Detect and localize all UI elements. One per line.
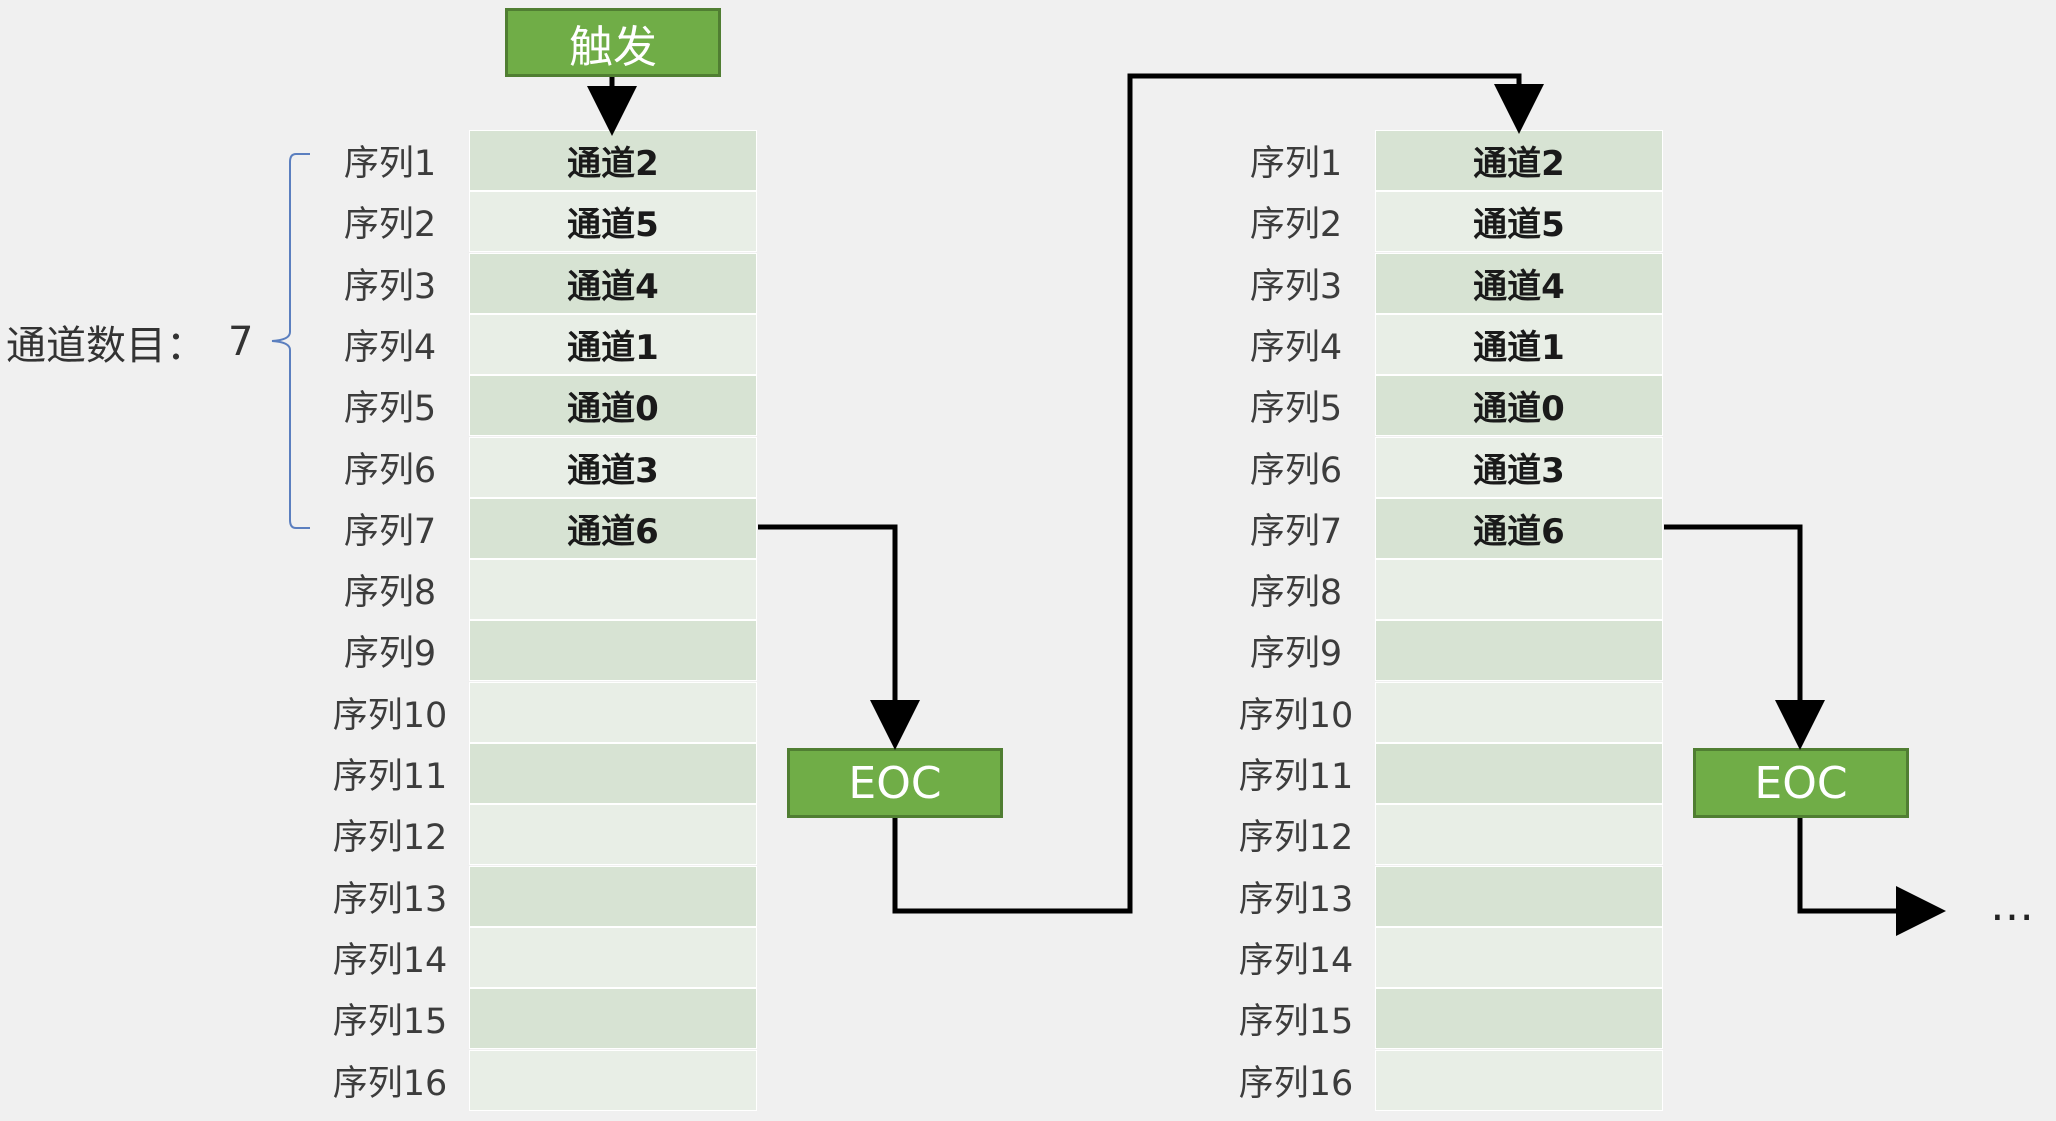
channel-cell-left-9 — [469, 620, 757, 681]
sequence-label-right-1: 序列1 — [1249, 144, 1343, 184]
sequence-label-left-6: 序列6 — [343, 451, 437, 491]
sequence-label-left-12: 序列12 — [332, 818, 448, 858]
channel-cell-right-14 — [1375, 927, 1663, 988]
channel-cell-left-14 — [469, 927, 757, 988]
channel-count-bracket — [271, 153, 310, 529]
channel-cell-right-1: 通道2 — [1375, 130, 1663, 191]
channel-cell-left-12 — [469, 804, 757, 865]
sequence-label-right-7: 序列7 — [1249, 512, 1343, 552]
sequence-label-right-2: 序列2 — [1249, 205, 1343, 245]
channel-cell-right-12 — [1375, 804, 1663, 865]
sequence-label-right-3: 序列3 — [1249, 267, 1343, 307]
channel-cell-right-9 — [1375, 620, 1663, 681]
sequence-label-left-2: 序列2 — [343, 205, 437, 245]
sequence-label-right-10: 序列10 — [1238, 696, 1354, 736]
sequence-label-right-15: 序列15 — [1238, 1002, 1354, 1042]
channel-cell-right-6: 通道3 — [1375, 437, 1663, 498]
channel-cell-right-8 — [1375, 559, 1663, 620]
channel-cell-left-2: 通道5 — [469, 191, 757, 252]
eoc-to-next-trigger-wire — [892, 73, 1544, 914]
sequence-label-right-9: 序列9 — [1249, 634, 1343, 674]
sequence-label-right-14: 序列14 — [1238, 941, 1354, 981]
channel-cell-right-11 — [1375, 743, 1663, 804]
channel-cell-left-11 — [469, 743, 757, 804]
channel-cell-left-16 — [469, 1050, 757, 1111]
channel-count-text: 通道数目： — [6, 323, 206, 369]
sequence-label-left-9: 序列9 — [343, 634, 437, 674]
sequence-label-right-8: 序列8 — [1249, 573, 1343, 613]
sequence-label-left-4: 序列4 — [343, 328, 437, 368]
channel-cell-left-7: 通道6 — [469, 498, 757, 559]
sequence-label-left-16: 序列16 — [332, 1064, 448, 1104]
sequence-label-left-5: 序列5 — [343, 389, 437, 429]
sequence-label-left-8: 序列8 — [343, 573, 437, 613]
channel-cell-left-4: 通道1 — [469, 314, 757, 375]
sequence-label-left-13: 序列13 — [332, 880, 448, 920]
sequence-label-right-5: 序列5 — [1249, 389, 1343, 429]
channel-cell-left-8 — [469, 559, 757, 620]
eoc-box-right: EOC — [1693, 748, 1909, 818]
channel-cell-right-4: 通道1 — [1375, 314, 1663, 375]
channel-cell-left-10 — [469, 682, 757, 743]
channel-cell-left-5: 通道0 — [469, 375, 757, 436]
sequence-label-right-16: 序列16 — [1238, 1064, 1354, 1104]
sequence-label-left-14: 序列14 — [332, 941, 448, 981]
sequence-label-left-7: 序列7 — [343, 512, 437, 552]
eoc-right-continue-wire — [1797, 818, 1946, 936]
trigger-label: 触发 — [569, 21, 657, 73]
sequence-label-right-4: 序列4 — [1249, 328, 1343, 368]
channel-cell-right-13 — [1375, 866, 1663, 927]
eoc-label-left: EOC — [848, 757, 942, 809]
eoc-label-right: EOC — [1754, 757, 1848, 809]
channel-cell-right-7: 通道6 — [1375, 498, 1663, 559]
sequence-label-left-10: 序列10 — [332, 696, 448, 736]
channel-cell-right-5: 通道0 — [1375, 375, 1663, 436]
sequence-label-right-6: 序列6 — [1249, 451, 1343, 491]
channel-cell-left-1: 通道2 — [469, 130, 757, 191]
channel-count-label: 通道数目： 7 — [6, 312, 253, 372]
sequence-label-left-1: 序列1 — [343, 144, 437, 184]
continuation-ellipsis: … — [1990, 880, 2038, 931]
right-row7-to-eoc-wire — [1664, 524, 1825, 750]
trigger-box: 触发 — [505, 8, 721, 77]
channel-cell-right-2: 通道5 — [1375, 191, 1663, 252]
channel-cell-left-6: 通道3 — [469, 437, 757, 498]
channel-count-value: 7 — [228, 319, 254, 365]
sequence-label-left-3: 序列3 — [343, 267, 437, 307]
sequence-label-right-11: 序列11 — [1238, 757, 1354, 797]
sequence-label-left-15: 序列15 — [332, 1002, 448, 1042]
sequence-label-right-13: 序列13 — [1238, 880, 1354, 920]
channel-cell-left-13 — [469, 866, 757, 927]
channel-cell-left-15 — [469, 988, 757, 1049]
channel-cell-right-3: 通道4 — [1375, 253, 1663, 314]
channel-cell-right-16 — [1375, 1050, 1663, 1111]
channel-cell-right-10 — [1375, 682, 1663, 743]
sequence-label-right-12: 序列12 — [1238, 818, 1354, 858]
channel-cell-right-15 — [1375, 988, 1663, 1049]
channel-cell-left-3: 通道4 — [469, 253, 757, 314]
sequence-label-left-11: 序列11 — [332, 757, 448, 797]
left-row7-to-eoc-wire — [758, 524, 920, 750]
